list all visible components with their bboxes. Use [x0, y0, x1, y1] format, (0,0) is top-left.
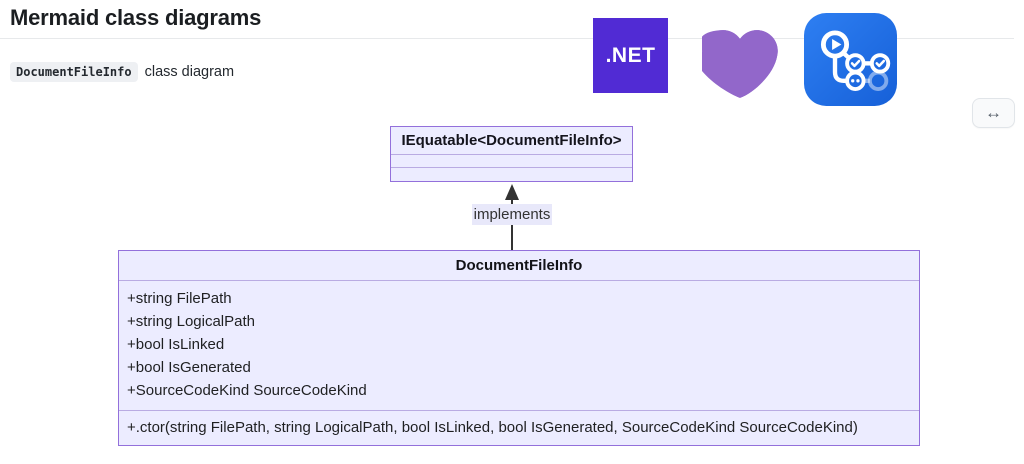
- dotnet-logo-text: .NET: [605, 43, 656, 67]
- class-methods-compartment: +.ctor(string FilePath, string LogicalPa…: [119, 411, 919, 445]
- purple-heart-icon: [694, 27, 778, 101]
- class-method: +.ctor(string FilePath, string LogicalPa…: [127, 419, 858, 436]
- class-title: DocumentFileInfo: [119, 251, 919, 281]
- inline-code-chip: DocumentFileInfo: [10, 62, 138, 82]
- interface-attributes-compartment: [391, 155, 632, 168]
- expand-button[interactable]: ↔: [972, 98, 1015, 128]
- interface-node: IEquatable<DocumentFileInfo>: [390, 126, 633, 182]
- page-title: Mermaid class diagrams: [10, 5, 262, 30]
- class-attribute: +string LogicalPath: [127, 313, 255, 330]
- dotnet-logo: .NET: [593, 18, 668, 93]
- github-actions-app-icon: [804, 13, 897, 106]
- subtitle: DocumentFileInfo class diagram: [10, 62, 234, 82]
- left-right-arrow-icon: ↔: [985, 103, 1002, 122]
- title-divider: [0, 38, 1014, 39]
- interface-title: IEquatable<DocumentFileInfo>: [391, 127, 632, 155]
- interface-methods-compartment: [391, 168, 632, 181]
- class-attribute: +SourceCodeKind SourceCodeKind: [127, 382, 367, 399]
- class-attribute: +bool IsGenerated: [127, 359, 251, 376]
- class-node: DocumentFileInfo +string FilePath +strin…: [118, 250, 920, 446]
- relation-label: implements: [472, 204, 552, 225]
- class-attribute: +string FilePath: [127, 290, 232, 307]
- subtitle-text: class diagram: [144, 64, 235, 80]
- class-attribute: +bool IsLinked: [127, 336, 225, 353]
- class-attributes-compartment: +string FilePath +string LogicalPath +bo…: [119, 281, 919, 411]
- realization-arrowhead-icon: [505, 184, 519, 200]
